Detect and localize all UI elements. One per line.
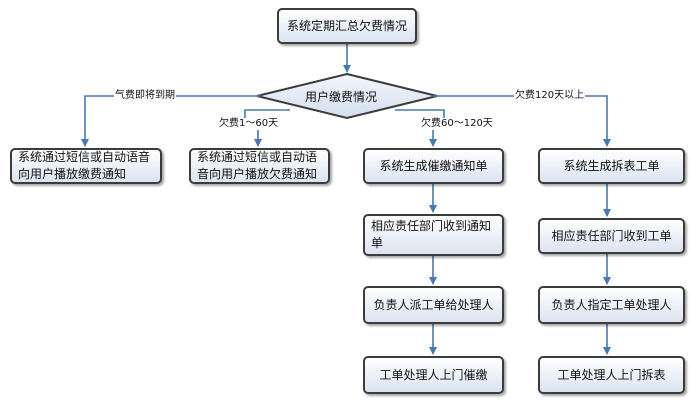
- arrow-branch-4: [433, 95, 611, 147]
- branch-4-step-4: 工单处理人上门拆表: [538, 356, 685, 394]
- branch-3-step-3: 负责人派工单给处理人: [363, 286, 504, 324]
- decision-label: 用户缴费情况: [305, 90, 378, 104]
- branch-1-box: 系统通过短信或自动语音向用户播放缴费通知: [10, 148, 162, 184]
- branch-3-step-1: 系统生成催缴通知单: [363, 148, 504, 184]
- branch-4-label: 欠费120天以上: [514, 90, 586, 102]
- branch-3-step-4: 工单处理人上门催缴: [363, 356, 504, 394]
- arrow-branch-1: [81, 95, 261, 147]
- branch-3-step-2: 相应责任部门收到通知单: [363, 214, 504, 256]
- decision-diamond: [256, 72, 438, 120]
- branch-4-step-1: 系统生成拆表工单: [538, 148, 685, 184]
- branch-4-step-2: 相应责任部门收到工单: [538, 218, 685, 254]
- branch-3-label: 欠费60～120天: [420, 118, 494, 130]
- branch-4-step-3: 负责人指定工单处理人: [538, 286, 685, 324]
- branch-2-label: 欠费1～60天: [218, 118, 280, 130]
- branch-1-label: 气费即将到期: [114, 90, 176, 102]
- title-box: 系统定期汇总欠费情况: [277, 8, 417, 44]
- branch-2-box: 系统通过短信或自动语音向用户播放欠费通知: [189, 148, 330, 184]
